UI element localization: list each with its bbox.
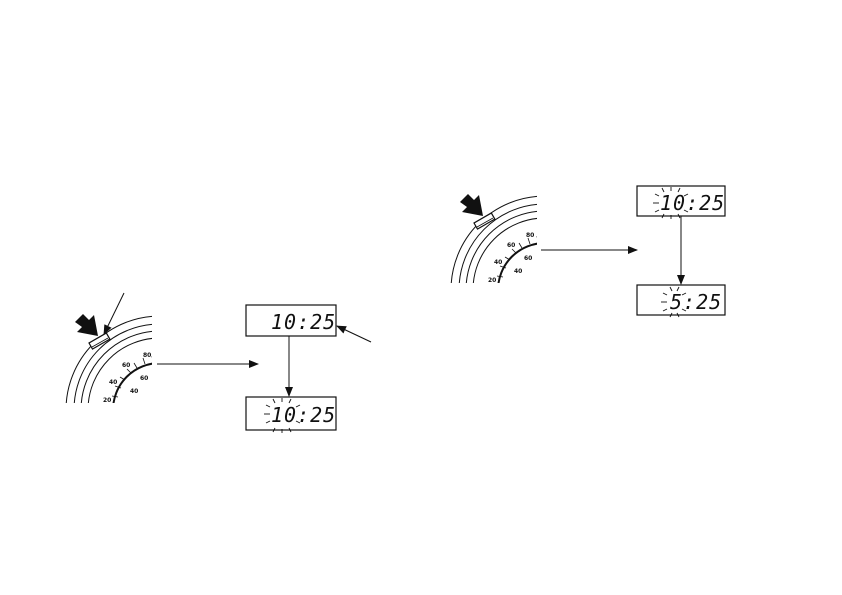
pointer-line (337, 326, 371, 342)
lcd-display-bottom: 5:25 (637, 285, 725, 317)
left-panel: 80 60 40 60 40 20 10:25 10:25 (66, 293, 371, 504)
scale-label: 80 (526, 232, 534, 239)
scale-label: 80 (143, 352, 151, 359)
scale-label: 40 (130, 388, 138, 395)
scale-label: 60 (140, 375, 148, 382)
lcd-display-top: 10:25 (246, 305, 336, 336)
lcd-display-bottom: 10:25 (246, 397, 336, 433)
press-arrow-icon (75, 314, 98, 336)
scale-label: 20 (103, 397, 111, 404)
scale-label: 40 (494, 259, 502, 266)
scale-label: 40 (109, 379, 117, 386)
display-time: 10:25 (660, 191, 725, 215)
display-time: 10:25 (271, 310, 336, 334)
scale-label: 60 (507, 242, 515, 249)
scale-label: 60 (122, 362, 130, 369)
scale-label: 40 (514, 268, 522, 275)
press-arrow-icon (460, 194, 483, 216)
crown-button[interactable] (89, 333, 110, 349)
right-panel: 80 60 40 60 40 20 10:25 (451, 186, 725, 384)
crown-button[interactable] (474, 213, 495, 229)
scale-label: 60 (524, 255, 532, 262)
display-time: 5:25 (670, 290, 722, 314)
scale-label: 20 (488, 277, 496, 284)
display-time: 10:25 (271, 403, 336, 427)
lcd-display-top: 10:25 (637, 186, 725, 219)
